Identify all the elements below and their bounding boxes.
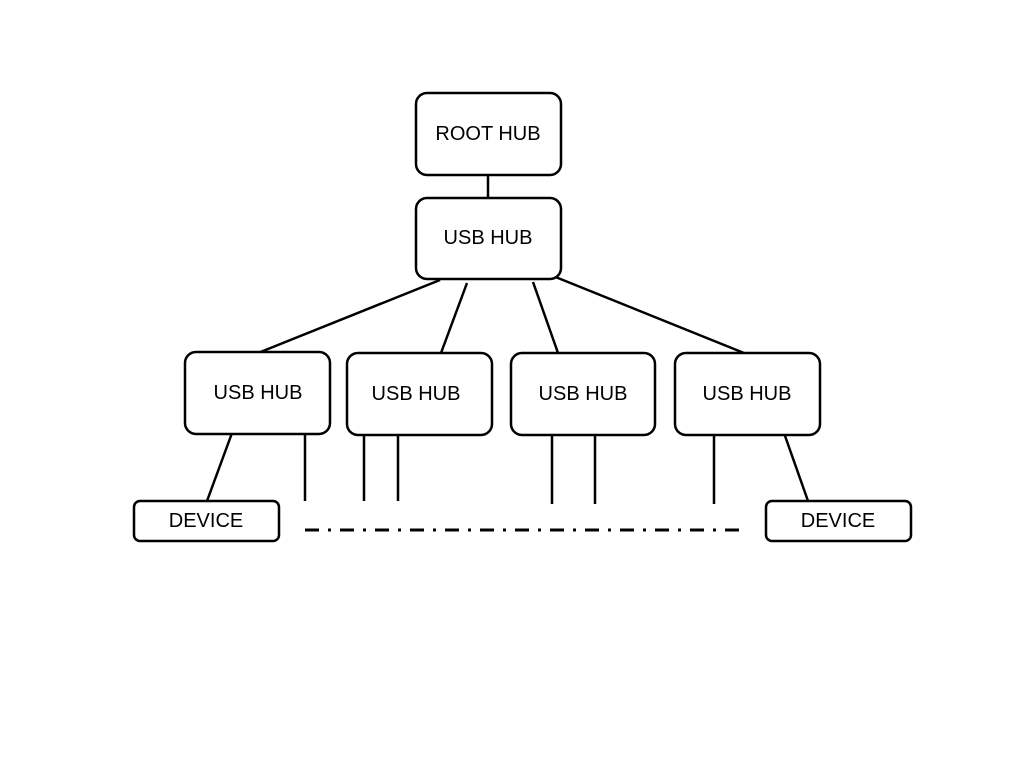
usb-hub-2-label: USB HUB — [372, 383, 461, 405]
edges — [205, 175, 810, 532]
usb-hub-1-node: USB HUB — [183, 350, 332, 436]
edge-hub-1-to-device-left — [205, 432, 234, 502]
edge-usb-hub-to-hub-4 — [552, 274, 745, 355]
edge-usb-hub-to-hub-2 — [439, 282, 469, 354]
edge-usb-hub-to-hub-1 — [257, 278, 441, 355]
device-left-node: DEVICE — [132, 499, 281, 543]
usb-hub-2-node: USB HUB — [345, 351, 494, 437]
usb-hub-main-node: USB HUB — [414, 196, 563, 281]
device-right-label: DEVICE — [801, 510, 875, 532]
edge-hub-4-to-device-right — [782, 432, 810, 502]
device-left-label: DEVICE — [169, 510, 243, 532]
edge-usb-hub-to-hub-3 — [531, 281, 560, 354]
usb-hub-4-node: USB HUB — [673, 351, 822, 437]
device-right-node: DEVICE — [764, 499, 913, 543]
usb-hub-3-label: USB HUB — [539, 383, 628, 405]
root-hub-label: ROOT HUB — [435, 123, 540, 145]
root-hub-node: ROOT HUB — [414, 91, 563, 177]
usb-hub-main-label: USB HUB — [444, 227, 533, 249]
usb-hub-4-label: USB HUB — [703, 383, 792, 405]
usb-hub-1-label: USB HUB — [214, 382, 303, 404]
usb-hub-3-node: USB HUB — [509, 351, 657, 437]
